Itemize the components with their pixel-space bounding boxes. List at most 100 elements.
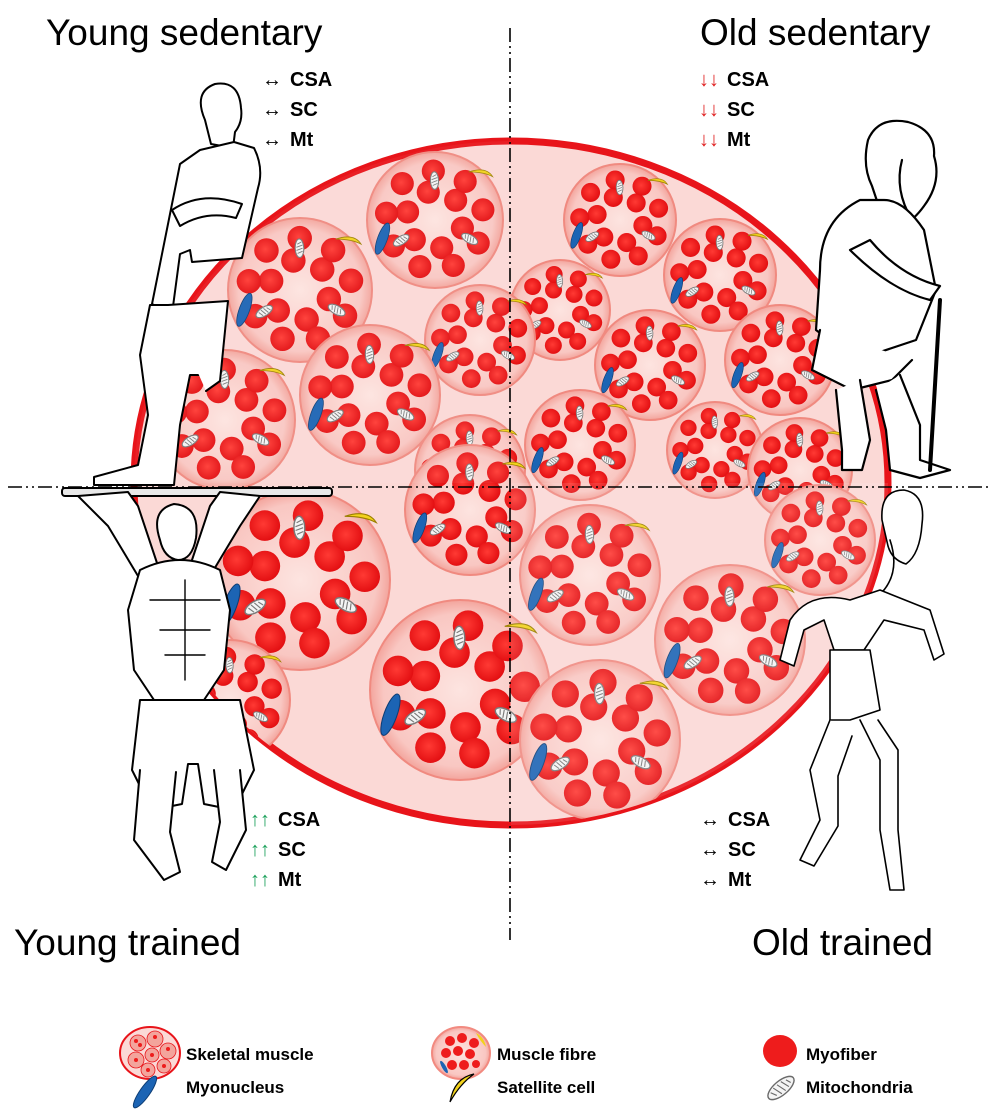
metric-mt: ↓↓Mt — [699, 125, 769, 155]
muscle-fibre — [564, 164, 676, 276]
myofiber — [524, 278, 541, 295]
myofiber — [588, 205, 607, 224]
myofiber — [415, 732, 446, 763]
myofiber — [508, 319, 527, 338]
myofiber — [433, 492, 455, 514]
mitochondria — [712, 416, 718, 429]
myofiber — [748, 345, 767, 364]
myofiber — [749, 254, 768, 273]
myofiber — [601, 250, 620, 269]
metric-csa: ↓↓CSA — [699, 65, 769, 95]
metrics-young-sedentary: ↔CSA ↔SC ↔Mt — [262, 65, 332, 155]
myofiber — [459, 738, 490, 769]
myofiber — [739, 430, 755, 446]
metric-mt: ↔Mt — [262, 125, 332, 155]
legend-myofiber: Myofiber — [806, 1045, 877, 1065]
myofiber — [566, 286, 583, 303]
myofiber — [570, 271, 587, 288]
myofiber — [531, 297, 548, 314]
metric-mt: ↔Mt — [700, 865, 770, 895]
metric-label: CSA — [290, 65, 332, 95]
myofiber — [701, 305, 720, 324]
arrow-icon: ↑↑ — [250, 835, 272, 865]
metrics-young-trained: ↑↑CSA ↑↑SC ↑↑Mt — [250, 805, 320, 895]
myofiber — [786, 334, 805, 353]
metric-label: CSA — [278, 805, 320, 835]
mitochondria — [616, 180, 623, 195]
arrow-icon: ↓↓ — [699, 65, 721, 95]
metrics-old-sedentary: ↓↓CSA ↓↓SC ↓↓Mt — [699, 65, 769, 155]
myofiber — [724, 412, 740, 428]
metric-label: Mt — [727, 125, 750, 155]
myofiber — [742, 324, 761, 343]
metric-label: SC — [290, 95, 318, 125]
metric-sc: ↑↑SC — [250, 835, 320, 865]
myofiber — [681, 238, 700, 257]
myofiber — [659, 391, 678, 410]
metric-label: Mt — [728, 865, 751, 895]
mitochondria — [796, 433, 803, 447]
metric-sc: ↓↓SC — [699, 95, 769, 125]
myofiber — [627, 193, 646, 212]
myofiber — [792, 317, 811, 336]
myofiber — [237, 672, 257, 692]
myofiber — [678, 344, 697, 363]
mitochondria-icon — [762, 1070, 800, 1106]
mitochondria — [576, 406, 583, 420]
myofiber — [410, 620, 441, 651]
myofiber — [656, 339, 675, 358]
myofiber — [542, 409, 561, 428]
arrow-icon: ↔ — [700, 805, 722, 835]
myofiber — [687, 438, 703, 454]
myofiber — [789, 386, 808, 405]
myofiber — [585, 290, 602, 307]
arrow-icon: ↑↑ — [250, 865, 272, 895]
mitochondria — [226, 657, 234, 673]
quadrant-title-old-trained: Old trained — [752, 922, 933, 964]
mitochondria — [776, 321, 783, 335]
arrow-icon: ↓↓ — [699, 125, 721, 155]
myofiber — [250, 551, 281, 582]
metric-label: Mt — [278, 865, 301, 895]
legend-muscle-fibre: Muscle fibre — [497, 1045, 596, 1065]
metrics-old-trained: ↔CSA ↔SC ↔Mt — [700, 805, 770, 895]
metric-label: Mt — [290, 125, 313, 155]
myofiber — [612, 329, 631, 348]
metric-mt: ↑↑Mt — [250, 865, 320, 895]
myofiber — [349, 561, 380, 592]
myofiber — [806, 445, 824, 463]
metric-label: SC — [278, 835, 306, 865]
myofiber — [569, 333, 586, 350]
metric-sc: ↔SC — [262, 95, 332, 125]
myofiber — [250, 510, 281, 541]
mitochondria — [294, 516, 306, 540]
arrow-icon: ↑↑ — [250, 805, 272, 835]
myofiber — [632, 394, 651, 413]
myofiber — [581, 183, 600, 202]
quadrant-title-old-sedentary: Old sedentary — [700, 12, 930, 54]
myofiber — [383, 656, 414, 687]
myofiber — [545, 337, 562, 354]
arrow-icon: ↔ — [262, 125, 284, 155]
myofiber — [608, 424, 627, 443]
myofiber — [332, 521, 363, 552]
myofiber — [261, 678, 281, 698]
myofiber — [410, 661, 441, 692]
myofiber — [811, 429, 829, 447]
legend-skeletal-muscle: Skeletal muscle — [186, 1045, 314, 1065]
legend-myonucleus: Myonucleus — [186, 1078, 284, 1098]
arrow-icon: ↔ — [262, 95, 284, 125]
metric-label: SC — [728, 835, 756, 865]
myofiber — [762, 389, 781, 408]
mitochondria — [556, 274, 562, 287]
arrow-icon: ↓↓ — [699, 95, 721, 125]
myofiber — [618, 350, 637, 369]
myofiber — [763, 436, 781, 454]
satellite-cell-icon — [444, 1070, 480, 1106]
myofiber — [770, 456, 788, 474]
metric-csa: ↔CSA — [700, 805, 770, 835]
legend-satellite-cell: Satellite cell — [497, 1078, 595, 1098]
quadrant-title-young-trained: Young trained — [14, 922, 241, 964]
metric-csa: ↔CSA — [262, 65, 332, 95]
myofiber — [223, 546, 254, 577]
